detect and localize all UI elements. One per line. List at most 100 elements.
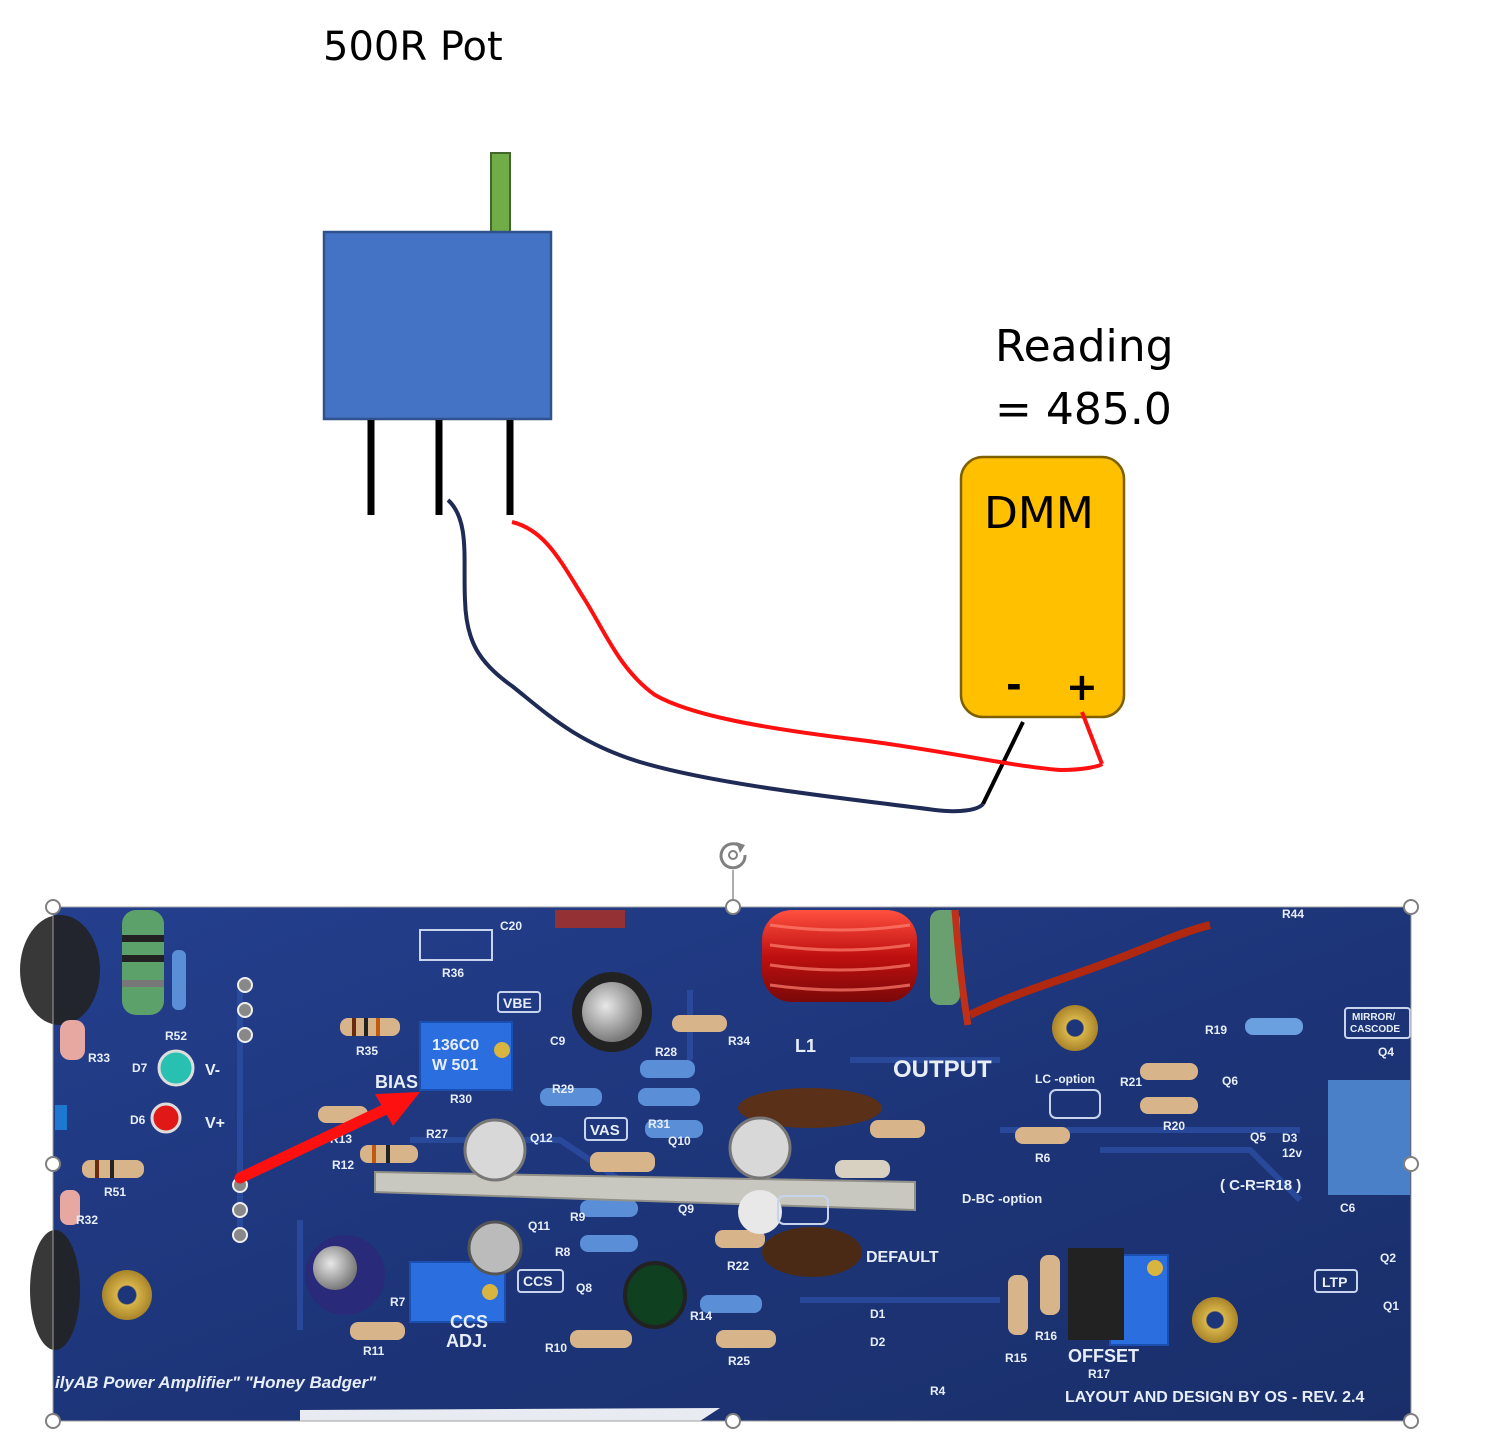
svg-text:R34: R34 xyxy=(728,1034,750,1048)
heatsink-bar xyxy=(374,1170,916,1212)
svg-text:Q6: Q6 xyxy=(1222,1074,1238,1088)
svg-text:12v: 12v xyxy=(1282,1146,1302,1160)
resize-handle-w[interactable] xyxy=(45,1156,61,1172)
board-footer-left: ilyAB Power Amplifier" "Honey Badger" xyxy=(55,1373,377,1392)
label-vas: VAS xyxy=(590,1122,620,1139)
resize-handle-ne[interactable] xyxy=(1403,899,1419,915)
svg-text:R6: R6 xyxy=(1035,1151,1051,1165)
pot-shaft xyxy=(490,152,511,234)
svg-text:C6: C6 xyxy=(1340,1201,1356,1215)
svg-text:R20: R20 xyxy=(1163,1119,1185,1133)
svg-text:R8: R8 xyxy=(555,1245,571,1259)
label-ccs-adj-2: ADJ. xyxy=(446,1331,487,1351)
svg-text:R11: R11 xyxy=(363,1344,385,1358)
svg-text:Q1: Q1 xyxy=(1383,1299,1399,1313)
label-mirror: MIRROR/ xyxy=(1352,1012,1396,1023)
svg-text:L1: L1 xyxy=(795,1036,816,1056)
svg-text:C9: C9 xyxy=(550,1034,566,1048)
label-cascode: CASCODE xyxy=(1350,1024,1400,1035)
svg-text:R14: R14 xyxy=(690,1309,712,1323)
svg-text:Q9: Q9 xyxy=(678,1202,694,1216)
rotate-handle[interactable] xyxy=(719,842,747,905)
svg-text:Q8: Q8 xyxy=(576,1281,592,1295)
resize-handle-se[interactable] xyxy=(1403,1413,1419,1429)
mounting-hole xyxy=(102,1270,152,1320)
svg-text:R35: R35 xyxy=(356,1044,378,1058)
reading-label: Reading xyxy=(995,321,1174,372)
svg-text:R31: R31 xyxy=(648,1117,670,1131)
svg-text:D1: D1 xyxy=(870,1307,886,1321)
reading-value: = 485.0 xyxy=(995,384,1172,435)
label-ccs: CCS xyxy=(523,1273,553,1289)
label-offset: OFFSET xyxy=(1068,1346,1139,1366)
bias-trimmer xyxy=(419,1021,513,1091)
label-vbe: VBE xyxy=(503,995,532,1011)
svg-text:D6: D6 xyxy=(130,1113,146,1127)
svg-text:R15: R15 xyxy=(1005,1351,1027,1365)
svg-text:R10: R10 xyxy=(545,1341,567,1355)
svg-text:R30: R30 xyxy=(450,1092,472,1106)
label-default: DEFAULT xyxy=(866,1249,939,1266)
svg-text:R25: R25 xyxy=(728,1354,750,1368)
svg-text:R32: R32 xyxy=(76,1213,98,1227)
resize-handle-s[interactable] xyxy=(725,1413,741,1429)
svg-text:R44: R44 xyxy=(1282,907,1304,921)
svg-text:D3: D3 xyxy=(1282,1131,1298,1145)
resize-handle-e[interactable] xyxy=(1403,1156,1419,1172)
resize-handle-sw[interactable] xyxy=(45,1413,61,1429)
svg-text:R33: R33 xyxy=(88,1051,110,1065)
wire-positive xyxy=(511,520,1104,773)
svg-text:R21: R21 xyxy=(1120,1075,1142,1089)
wire-positive-lead xyxy=(1080,711,1104,765)
svg-text:R29: R29 xyxy=(552,1082,574,1096)
selection-frame[interactable] xyxy=(45,899,1419,1429)
svg-text:Q2: Q2 xyxy=(1380,1251,1396,1265)
resize-handle-n[interactable] xyxy=(725,899,741,915)
potentiometer xyxy=(322,152,553,515)
dmm-plus-terminal: + xyxy=(1066,665,1098,709)
svg-text:R27: R27 xyxy=(426,1127,448,1141)
svg-text:R52: R52 xyxy=(165,1029,187,1043)
svg-text:R22: R22 xyxy=(727,1259,749,1273)
pot-body xyxy=(322,230,553,421)
svg-text:Q11: Q11 xyxy=(528,1219,550,1233)
mounting-hole xyxy=(1192,1297,1238,1343)
pcb-photo[interactable]: 136C0 W 501 xyxy=(20,907,1411,1421)
dmm-minus-terminal: - xyxy=(1006,663,1022,707)
svg-text:Q4: Q4 xyxy=(1378,1045,1394,1059)
board-footer-right: LAYOUT AND DESIGN BY OS - REV. 2.4 xyxy=(1065,1389,1364,1406)
label-output: OUTPUT xyxy=(893,1056,992,1083)
pointer-arrow xyxy=(234,1092,420,1184)
coil-l1 xyxy=(762,910,917,1002)
label-ccs-adj-1: CCS xyxy=(450,1312,488,1332)
wire-negative xyxy=(446,498,985,814)
pcb-labels: BIAS VBE VAS OUTPUT LC -option D-BC -opt… xyxy=(76,907,1400,1398)
trimmer-value: W 501 xyxy=(432,1057,478,1074)
svg-text:C20: C20 xyxy=(500,919,522,933)
svg-text:V-: V- xyxy=(205,1062,220,1079)
resize-handle-nw[interactable] xyxy=(45,899,61,915)
dmm: DMM - + xyxy=(959,455,1126,719)
svg-text:Q5: Q5 xyxy=(1250,1130,1266,1144)
label-c-r: ( C-R=R18 ) xyxy=(1220,1177,1301,1194)
svg-text:R12: R12 xyxy=(332,1158,354,1172)
svg-text:Q12: Q12 xyxy=(530,1131,553,1145)
svg-text:R36: R36 xyxy=(442,966,464,980)
svg-text:R7: R7 xyxy=(390,1295,406,1309)
svg-text:R51: R51 xyxy=(104,1185,126,1199)
svg-text:D7: D7 xyxy=(132,1061,148,1075)
svg-text:D2: D2 xyxy=(870,1335,886,1349)
label-bias: BIAS xyxy=(375,1072,418,1092)
svg-text:R19: R19 xyxy=(1205,1023,1227,1037)
svg-text:V+: V+ xyxy=(205,1115,225,1132)
svg-text:R17: R17 xyxy=(1088,1367,1110,1381)
label-lc-option: LC -option xyxy=(1035,1072,1095,1086)
mounting-hole xyxy=(1052,1005,1098,1051)
dmm-label: DMM xyxy=(984,488,1094,539)
svg-text:R9: R9 xyxy=(570,1210,586,1224)
svg-text:Q10: Q10 xyxy=(668,1134,691,1148)
rotate-icon[interactable] xyxy=(719,842,747,870)
svg-text:R4: R4 xyxy=(930,1384,946,1398)
label-ltp: LTP xyxy=(1322,1274,1347,1290)
